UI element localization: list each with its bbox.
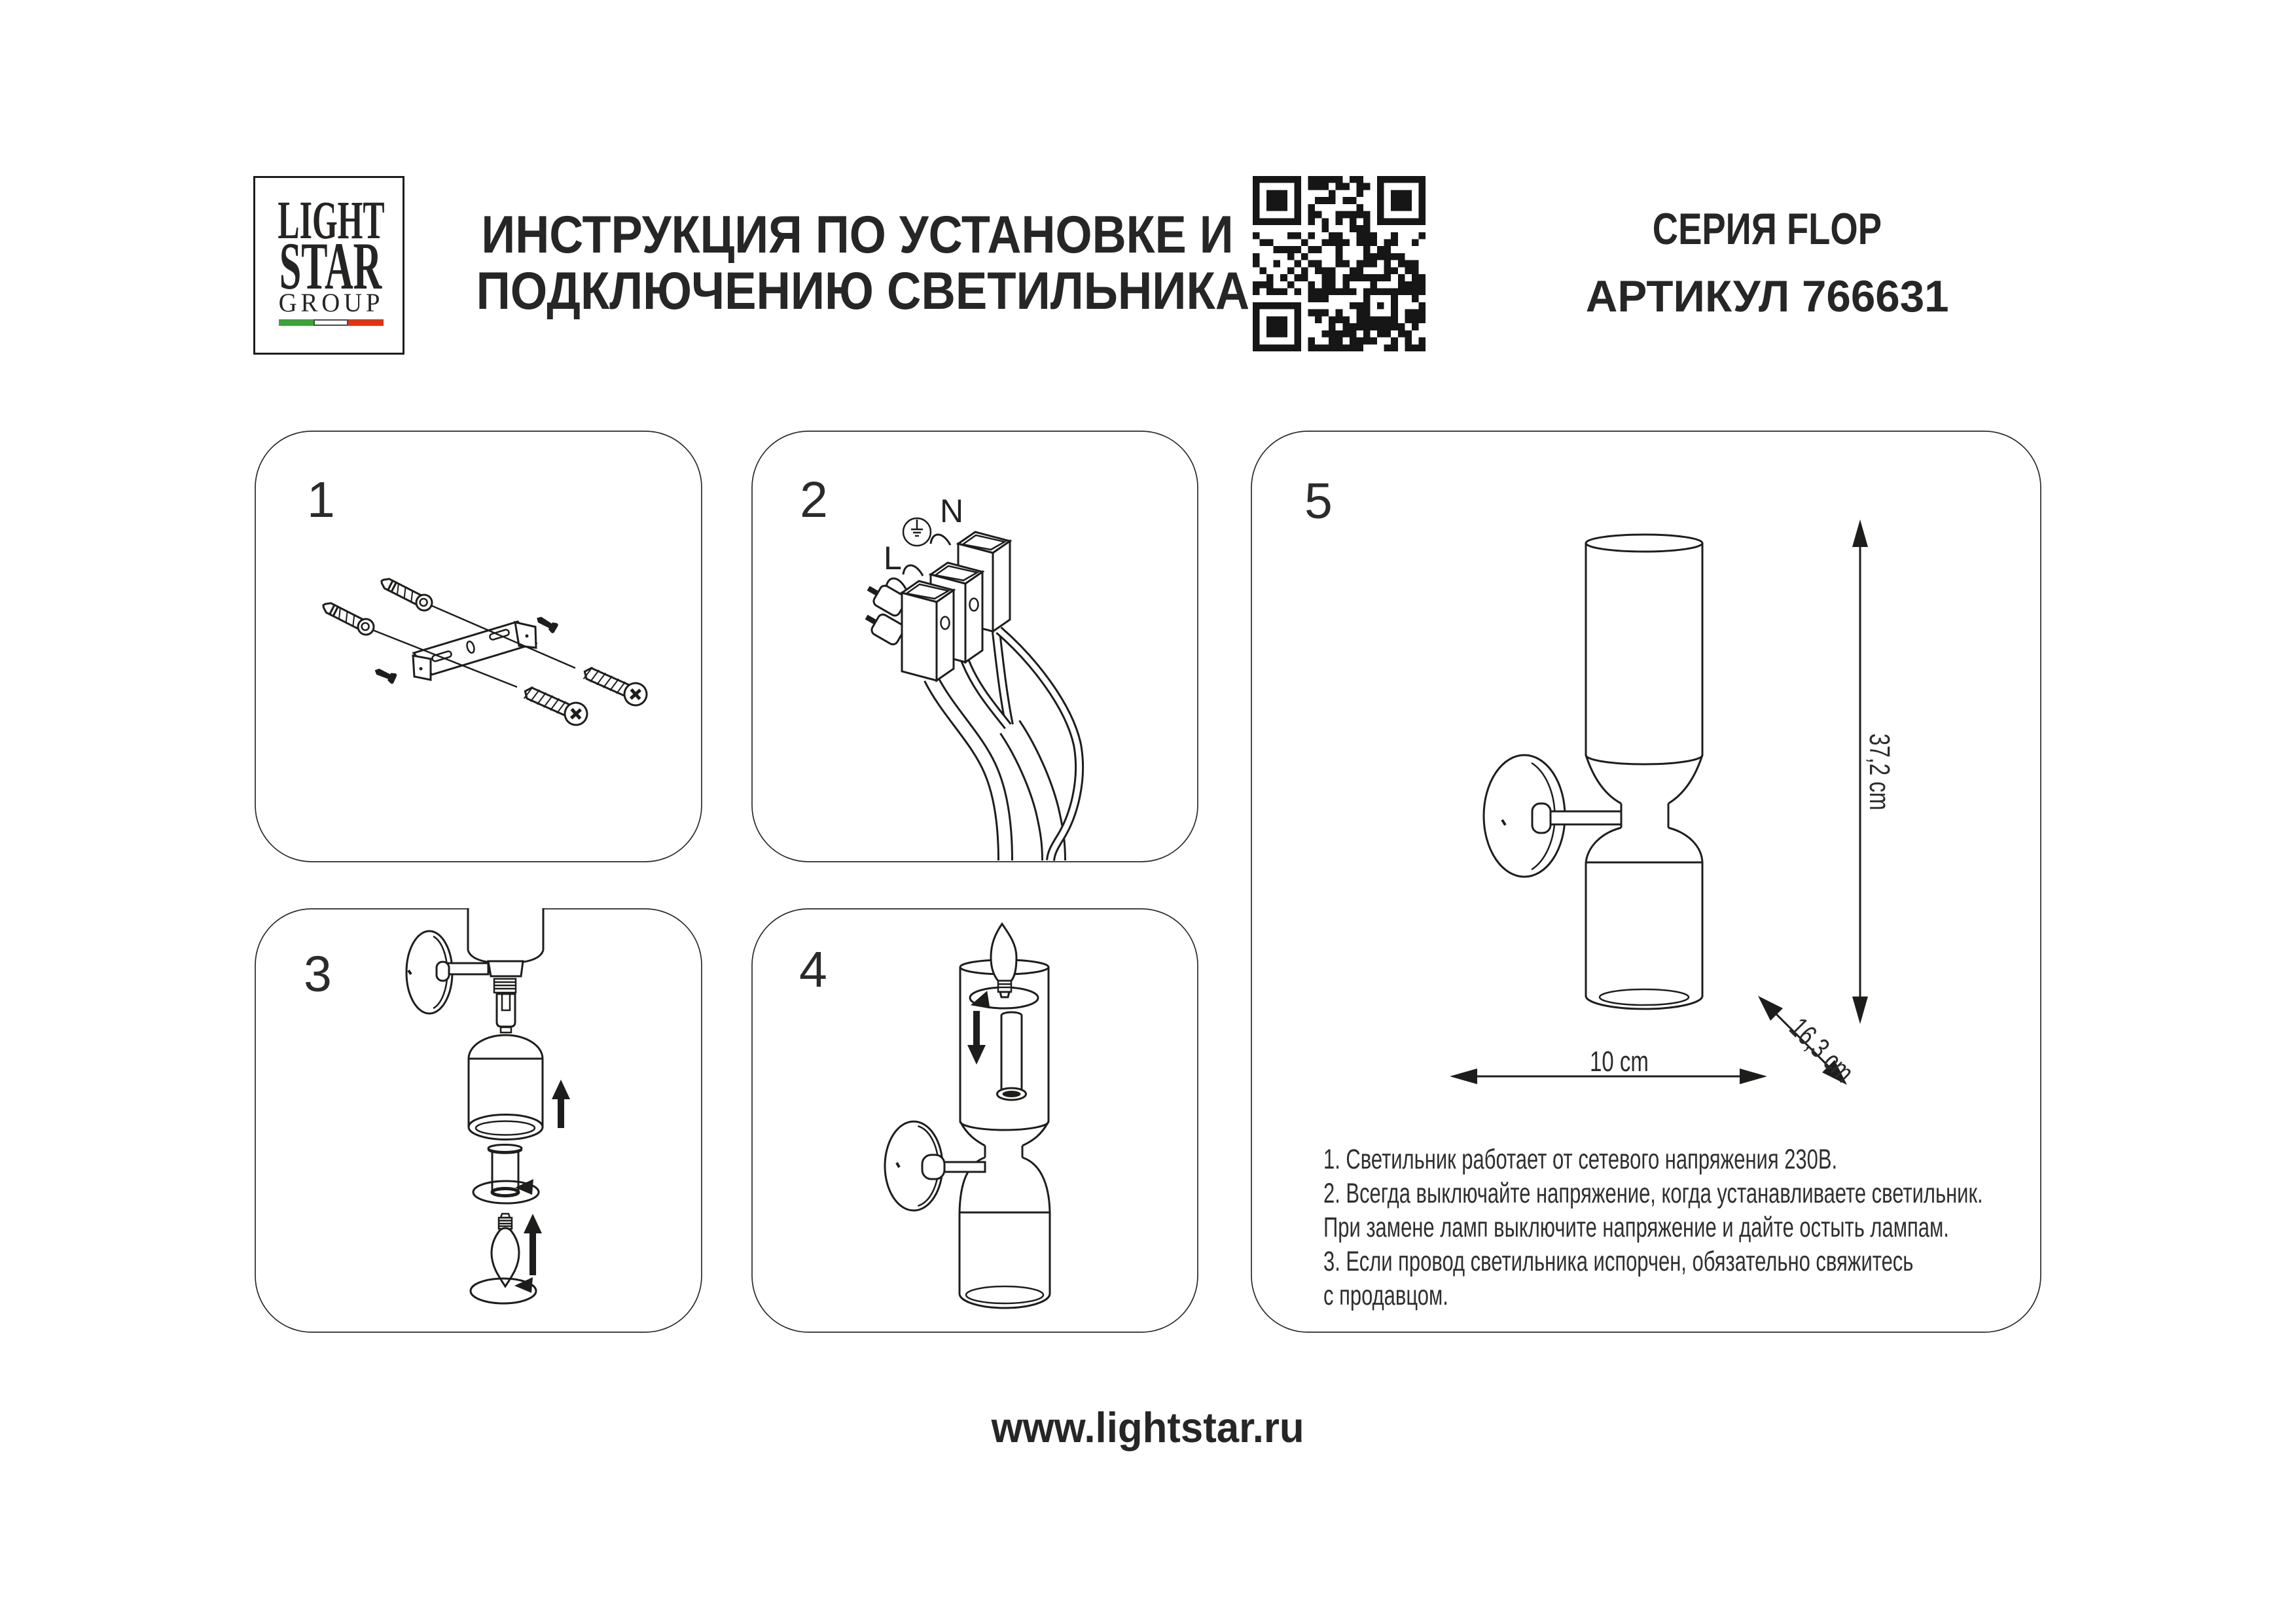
svg-text:3: 3 <box>304 946 332 1002</box>
svg-text:4: 4 <box>799 942 827 998</box>
svg-text:1: 1 <box>307 472 335 528</box>
svg-text:5: 5 <box>1304 473 1333 529</box>
svg-text:L: L <box>884 540 902 576</box>
svg-text:2: 2 <box>800 472 828 528</box>
svg-text:N: N <box>940 493 963 529</box>
